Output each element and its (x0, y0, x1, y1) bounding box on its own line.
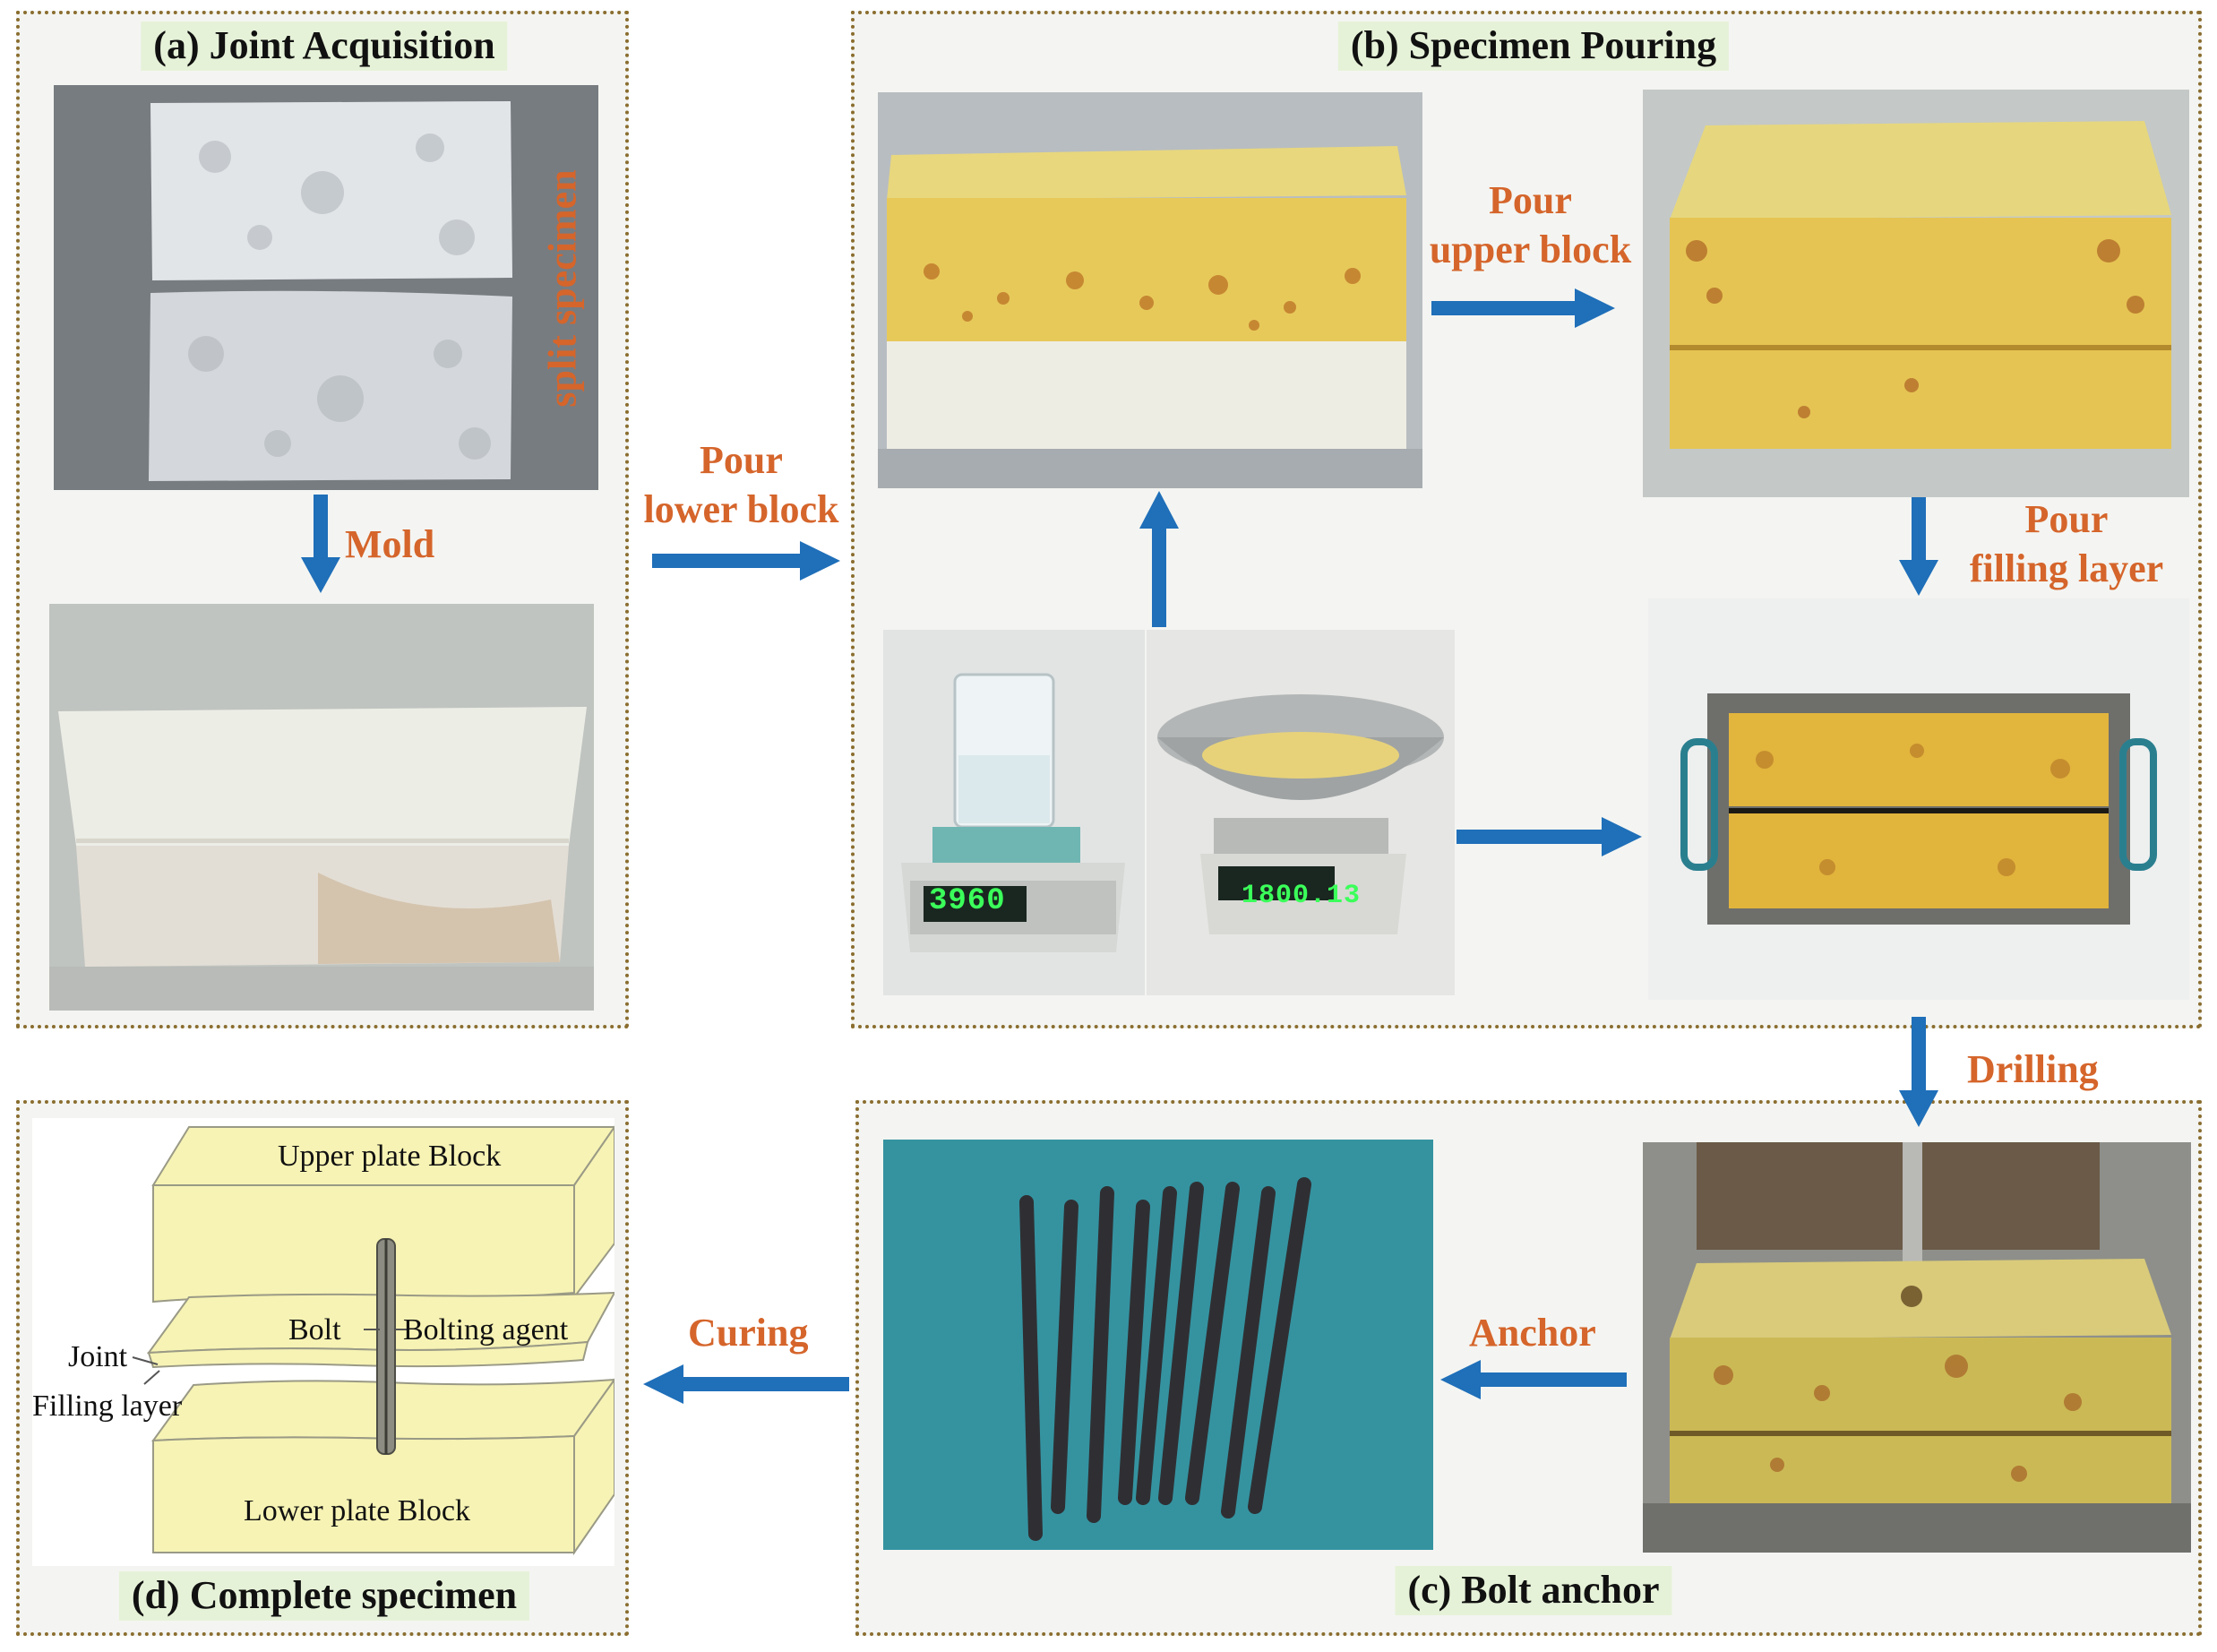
diagram-label-bolt: Bolt (288, 1313, 341, 1347)
photo-mold-block (49, 604, 594, 1011)
label-drilling: Drilling (1967, 1047, 2099, 1091)
photo-poured-block (878, 92, 1422, 488)
arrow-anchor (1440, 1360, 1627, 1399)
photo-split-specimen (54, 85, 598, 490)
diagram-label-lower-block: Lower plate Block (244, 1494, 471, 1527)
photo-bolts (883, 1140, 1433, 1550)
label-anchor: Anchor (1469, 1311, 1596, 1355)
arrow-curing (643, 1364, 849, 1404)
panel-a-title: (a) Joint Acquisition (141, 22, 508, 71)
photo-scale-powder (1147, 630, 1455, 995)
arrow-drilling (1899, 1017, 1938, 1127)
photo-scale-water (883, 630, 1145, 995)
panel-d-title: (d) Complete specimen (118, 1571, 530, 1621)
arrow-materials-right (1457, 817, 1642, 856)
label-pour-upper-block: Pour upper block (1429, 178, 1632, 271)
label-mold: Mold (345, 522, 435, 566)
photo-upper-block (1643, 90, 2189, 497)
scale-readout-water: 3960 (929, 884, 1006, 918)
arrow-mold (301, 495, 340, 593)
diagram-complete-specimen (32, 1118, 614, 1566)
label-split-specimen: split specimen (540, 169, 585, 408)
arrow-pour-upper-block (1431, 288, 1615, 328)
panel-c-title: (c) Bolt anchor (1395, 1566, 1672, 1615)
arrow-pour-filling-layer (1899, 497, 1938, 596)
panel-b-title: (b) Specimen Pouring (1337, 22, 1730, 71)
photo-drilling (1643, 1142, 2191, 1553)
label-pour-lower-block: Pour lower block (643, 438, 839, 531)
photo-filling-layer (1648, 598, 2189, 1000)
arrow-pour-lower-block (652, 541, 840, 581)
diagram-label-joint: Joint (68, 1340, 128, 1373)
arrow-materials-up (1139, 491, 1179, 627)
scale-readout-powder: 1800.13 (1242, 881, 1362, 911)
label-curing: Curing (688, 1311, 809, 1355)
diagram-label-filling-layer: Filling layer (32, 1390, 183, 1423)
diagram-label-bolting-agent: Bolting agent (403, 1313, 569, 1347)
label-pour-filling-layer: Pour filling layer (1969, 497, 2164, 590)
diagram-label-upper-block: Upper plate Block (278, 1140, 502, 1173)
